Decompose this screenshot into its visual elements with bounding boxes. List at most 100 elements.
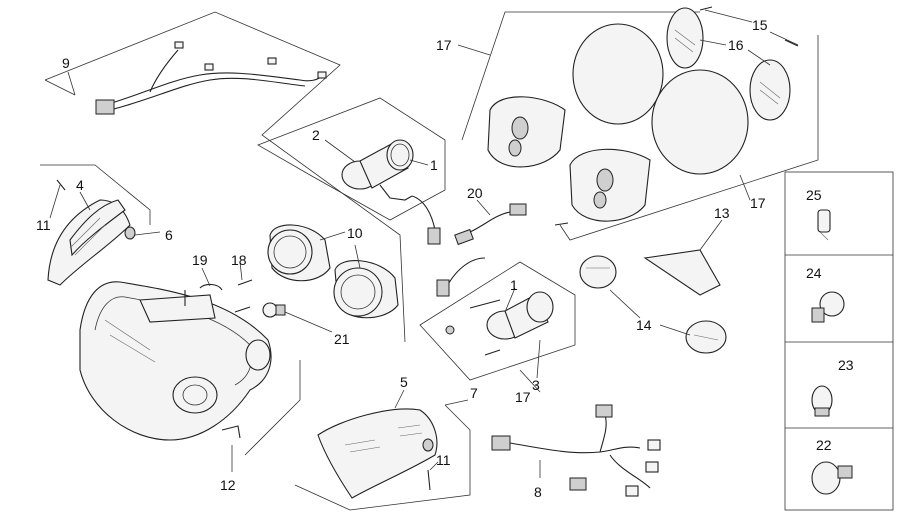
callout-10: 10 <box>347 225 363 241</box>
callout-23: 23 <box>838 357 854 373</box>
wire-connector-b <box>509 203 527 216</box>
turn-signal-front-group-outline <box>257 97 446 221</box>
signal-rim-inner <box>390 143 410 167</box>
leader-14b <box>659 324 691 336</box>
bulb-23-base <box>814 407 830 417</box>
leader-5 <box>394 389 405 409</box>
rear-signal-wire <box>444 257 486 291</box>
leader-10b <box>354 244 361 269</box>
sub-harness-terminal-c <box>625 485 639 497</box>
cover-hatch-b <box>74 224 106 256</box>
connector-wire-part <box>454 203 527 246</box>
callout-8: 8 <box>534 484 542 500</box>
screw-rear <box>554 222 569 226</box>
callout-4: 4 <box>76 177 84 193</box>
headlight-lamp-inner <box>182 384 208 406</box>
callout-18: 18 <box>231 252 247 268</box>
headlight-part <box>79 281 272 441</box>
bulb-box <box>784 171 894 511</box>
lower-cover-part <box>317 408 438 499</box>
bulb-rim-part <box>267 224 399 319</box>
lower-cover-screw <box>427 469 431 491</box>
callout-3: 3 <box>532 377 540 393</box>
callout-14: 14 <box>636 317 652 333</box>
leader-17b <box>739 174 751 201</box>
headlight-hatch-b <box>109 334 156 363</box>
rear-light-part <box>487 6 799 226</box>
cover-strip <box>69 199 126 257</box>
harness-group-outline <box>44 11 406 343</box>
sub-harness-branch-a <box>599 414 607 453</box>
callout-17-right: 17 <box>750 195 766 211</box>
sub-harness-terminal-a <box>647 439 661 451</box>
bulb-24-glass <box>819 291 845 317</box>
callout-17-bottom: 17 <box>515 389 531 405</box>
headlight-lamp <box>172 376 218 414</box>
callout-11-left: 11 <box>36 217 51 233</box>
reflector-upper <box>666 7 704 69</box>
cover-hatch-a <box>69 217 101 249</box>
reflector-hatch-d <box>759 89 779 105</box>
bulb-25-wire <box>819 231 829 241</box>
callout-1-rear: 1 <box>510 277 518 293</box>
leader-16b <box>747 49 771 66</box>
sub-harness-cable <box>509 442 641 454</box>
bulb-25-glass <box>817 209 831 233</box>
callout-21: 21 <box>334 331 350 347</box>
bulb-21-glass <box>262 302 278 318</box>
license-lens-b <box>685 320 727 354</box>
callout-16: 16 <box>728 37 744 53</box>
callout-6: 6 <box>165 227 173 243</box>
leader-2 <box>324 139 356 163</box>
license-lens-b-line <box>693 334 719 341</box>
callout-20: 20 <box>467 185 483 201</box>
callout-7: 7 <box>470 385 478 401</box>
leader-4 <box>79 191 91 211</box>
headlight-cover-part <box>47 179 136 286</box>
sub-harness-connector-main <box>491 435 511 451</box>
rear-turn-signal-part <box>436 257 554 356</box>
leader-9 <box>67 71 76 96</box>
signal-wire <box>411 195 436 231</box>
callout-25: 25 <box>806 187 822 203</box>
bulb-24-base <box>811 307 825 323</box>
bulb-parts <box>811 209 853 495</box>
wire-connector-a <box>454 228 474 246</box>
bulb-socket-lower-b <box>593 191 607 209</box>
reflector-hatch-c <box>759 81 781 99</box>
license-light-part <box>579 249 727 354</box>
leader-13 <box>699 219 723 251</box>
harness-connector <box>95 99 115 115</box>
leader-17a <box>457 44 491 56</box>
headlight-mount <box>221 425 241 439</box>
signal-stem <box>379 184 413 201</box>
rear-signal-rim <box>526 291 554 323</box>
leader-15b <box>769 31 799 46</box>
screw-15-b <box>784 39 799 47</box>
leader-16a <box>699 39 727 46</box>
callout-24: 24 <box>806 265 822 281</box>
harness-terminal-c <box>267 57 277 65</box>
rear-signal-nut <box>445 325 455 335</box>
leader-21 <box>284 311 333 333</box>
bulb-socket-lower-a <box>596 168 614 192</box>
cover-group-outline <box>40 164 151 225</box>
bulb-socket-upper-b <box>508 139 522 157</box>
turn-signal-rear-group-outline <box>419 261 576 381</box>
harness-terminal-a <box>174 41 184 49</box>
small-hardware <box>199 279 286 318</box>
headlight-hatch-a <box>104 319 151 351</box>
harness-cable-main <box>104 72 323 106</box>
reflector-hatch-b <box>674 37 694 53</box>
sub-harness-terminal-b <box>645 461 659 473</box>
leader-1a <box>409 159 429 166</box>
screw-15-a <box>699 6 713 11</box>
bulb-22-base <box>837 465 853 479</box>
rear-signal-bolt <box>484 349 501 356</box>
sub-harness-part <box>491 404 661 497</box>
rear-signal-stem <box>469 299 501 309</box>
leader-19 <box>201 267 211 287</box>
screw-18 <box>237 279 253 286</box>
